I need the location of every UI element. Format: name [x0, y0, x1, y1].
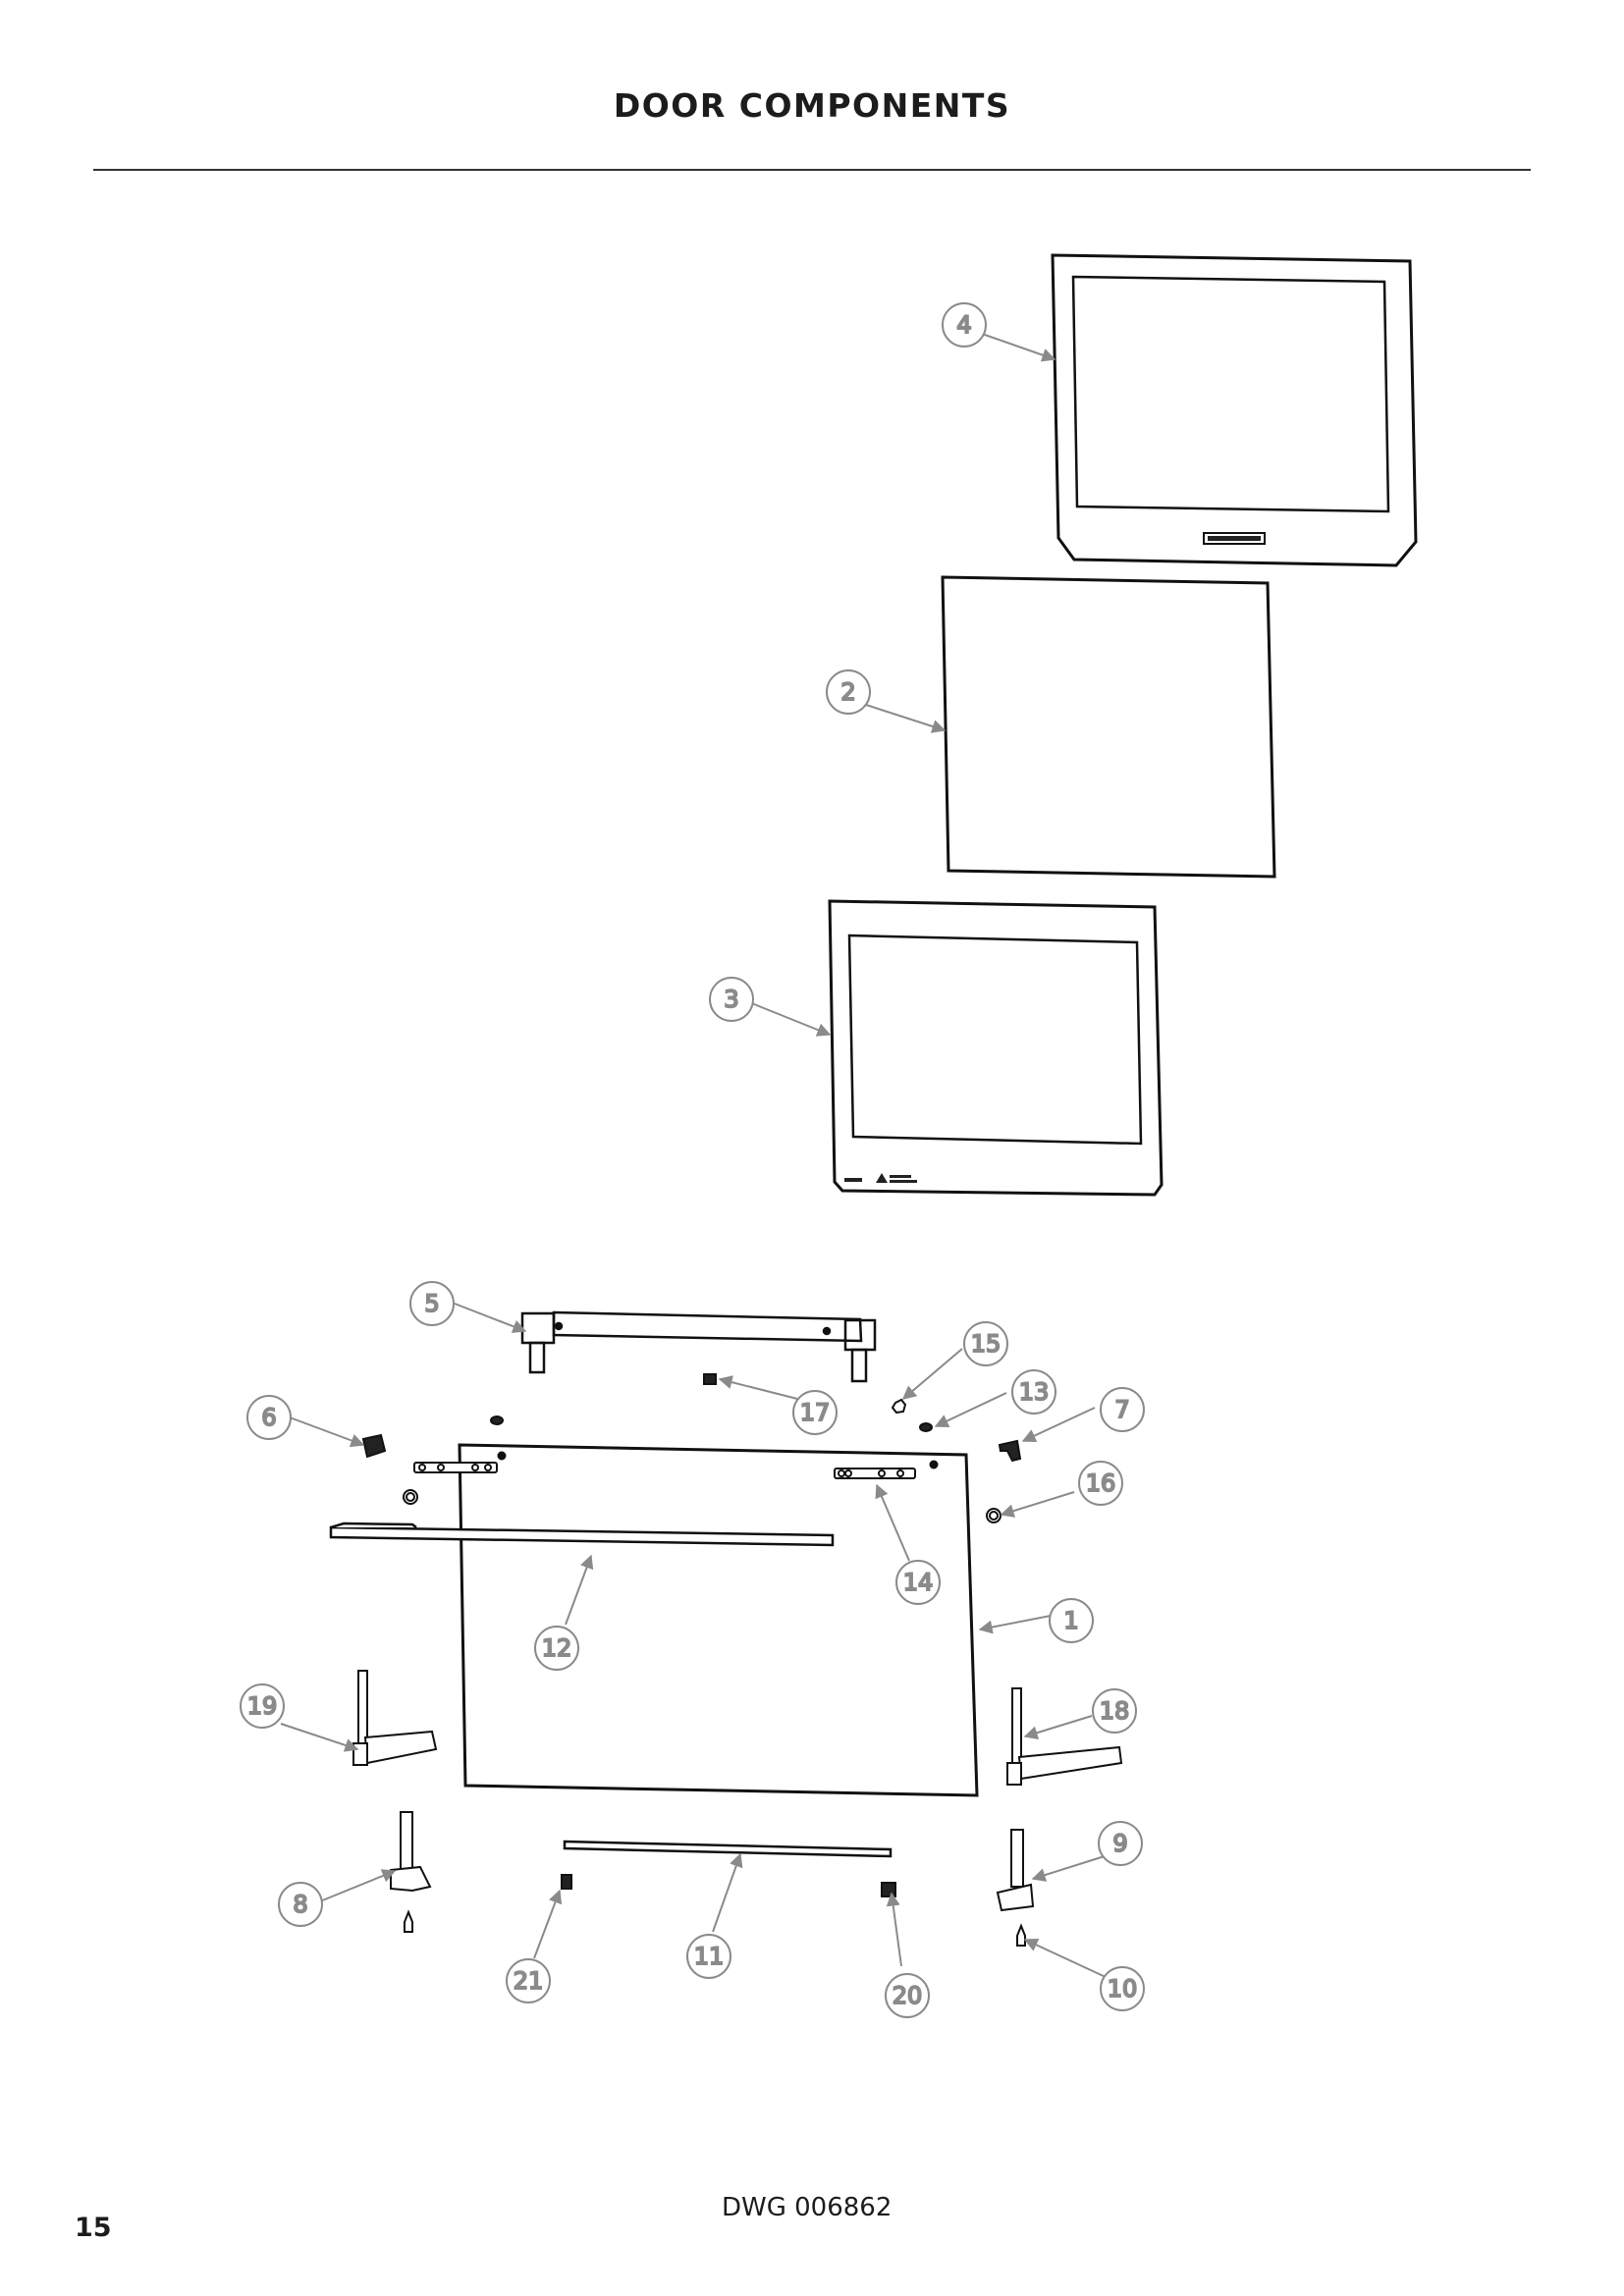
nut-15 — [891, 1398, 907, 1415]
svg-text:10: 10 — [1108, 1975, 1138, 2002]
svg-text:13: 13 — [1019, 1378, 1050, 1406]
bottom-trim — [563, 1840, 893, 1858]
part-number-label — [844, 1178, 862, 1182]
title-divider — [93, 169, 1531, 171]
svg-text:6: 6 — [261, 1404, 276, 1431]
hardware — [361, 1373, 1026, 1947]
callout-11: 11 — [686, 1934, 731, 1979]
clip-21 — [561, 1874, 572, 1890]
callout-16: 16 — [1078, 1461, 1123, 1506]
callout-17: 17 — [792, 1390, 838, 1435]
inner-glass-frame — [828, 899, 1164, 1197]
outer-glass-frame — [1051, 253, 1418, 567]
callout-10: 10 — [1100, 1966, 1145, 2011]
bracket-7 — [998, 1439, 1022, 1463]
svg-text:14: 14 — [903, 1569, 934, 1596]
clip-17 — [703, 1373, 717, 1385]
svg-text:1: 1 — [1063, 1607, 1078, 1634]
svg-text:20: 20 — [893, 1982, 923, 2009]
callout-5: 5 — [409, 1281, 455, 1326]
hinge-left-19 — [352, 1670, 438, 1766]
callout-1: 1 — [1049, 1598, 1094, 1643]
callout-6: 6 — [246, 1395, 292, 1440]
callout-13: 13 — [1011, 1369, 1056, 1415]
svg-text:21: 21 — [514, 1967, 544, 1995]
page-title: DOOR COMPONENTS — [613, 86, 1011, 125]
hinge-receiver-8 — [390, 1811, 432, 1893]
leader-lines — [280, 333, 1109, 1979]
callout-4: 4 — [942, 302, 987, 347]
page-number: 15 — [75, 2213, 112, 2243]
svg-text:17: 17 — [800, 1399, 831, 1426]
svg-text:8: 8 — [293, 1891, 307, 1918]
screw-13 — [919, 1422, 933, 1432]
top-trim — [520, 1310, 877, 1383]
svg-text:19: 19 — [247, 1692, 278, 1720]
svg-text:12: 12 — [542, 1634, 572, 1662]
hinge-plates — [413, 1462, 916, 1479]
callout-19: 19 — [240, 1683, 285, 1729]
callout-9: 9 — [1098, 1821, 1143, 1866]
callout-balloons: 4 2 3 5 17 15 13 7 6 16 14 1 12 19 18 9 … — [240, 302, 1145, 2018]
callout-2: 2 — [826, 669, 871, 715]
callout-3: 3 — [709, 977, 754, 1022]
drawing-number: DWG 006862 — [722, 2193, 893, 2222]
callout-15: 15 — [963, 1321, 1008, 1366]
svg-text:11: 11 — [694, 1943, 725, 1970]
pin-8 — [404, 1909, 413, 1933]
callout-8: 8 — [278, 1882, 323, 1927]
pin-10 — [1016, 1923, 1026, 1947]
svg-text:7: 7 — [1114, 1396, 1129, 1423]
brand-badge — [1203, 532, 1266, 545]
door-panel — [458, 1443, 979, 1797]
screw-left — [490, 1415, 504, 1425]
callout-21: 21 — [506, 1958, 551, 2003]
door-handle — [329, 1522, 835, 1547]
hinge-right-18 — [1006, 1687, 1123, 1786]
hinge-receiver-9 — [996, 1829, 1035, 1912]
callout-20: 20 — [885, 1973, 930, 2018]
svg-text:9: 9 — [1112, 1830, 1127, 1857]
callout-7: 7 — [1100, 1387, 1145, 1432]
clip-20 — [881, 1882, 896, 1897]
svg-text:5: 5 — [424, 1290, 439, 1317]
bracket-6 — [361, 1433, 387, 1459]
callout-14: 14 — [895, 1560, 941, 1605]
svg-text:3: 3 — [724, 986, 738, 1013]
svg-text:15: 15 — [971, 1330, 1001, 1358]
middle-glass-pane — [941, 575, 1276, 879]
warning-triangle-icon — [876, 1173, 888, 1183]
svg-text:18: 18 — [1100, 1697, 1130, 1725]
callout-18: 18 — [1092, 1688, 1137, 1734]
callout-12: 12 — [534, 1626, 579, 1671]
svg-text:16: 16 — [1086, 1469, 1116, 1497]
svg-text:2: 2 — [840, 678, 855, 706]
svg-text:4: 4 — [956, 311, 971, 339]
